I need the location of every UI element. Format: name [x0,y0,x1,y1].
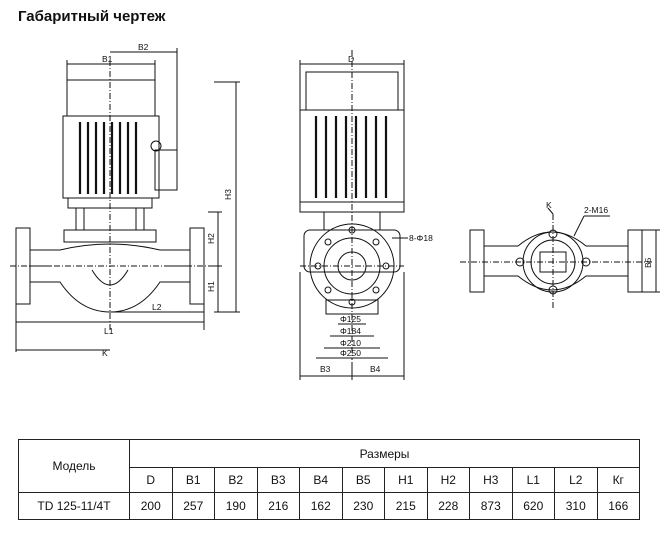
label-B2: B2 [138,42,149,52]
label-D: D [348,54,354,64]
model-header: Модель [18,439,130,493]
value-cell: 162 [299,492,343,520]
label-B5: B5 [643,257,653,268]
value-cell: 190 [214,492,258,520]
col-header: B3 [256,467,300,493]
label-thread: 2-M16 [584,205,608,215]
label-H3: H3 [223,189,233,200]
label-L1: L1 [104,326,114,336]
label-B4: B4 [370,364,381,374]
label-H1: H1 [206,281,216,292]
value-cell: 620 [511,492,555,520]
label-B1: B1 [102,54,113,64]
value-cell: 166 [596,492,640,520]
specs-table: Модель Размеры D B1 B2 B3 B4 B5 H1 H2 H3… [18,439,640,520]
side-view [10,48,240,352]
col-header: D [129,467,173,493]
col-header: L2 [554,467,598,493]
col-header: H1 [384,467,428,493]
value-cell: 228 [426,492,470,520]
label-K-side: K [102,348,108,358]
value-cell: 257 [171,492,215,520]
label-d184: Φ184 [340,326,361,336]
col-header: B1 [171,467,215,493]
col-header: B2 [214,467,258,493]
col-header: H2 [426,467,470,493]
dimension-drawing: B2 B1 H3 H2 H1 L2 L1 K D 8-Φ18 Φ125 Φ184… [10,42,660,380]
page-title: Габаритный чертеж [18,8,166,25]
label-d210: Φ210 [340,338,361,348]
label-d125: Φ125 [340,314,361,324]
label-d250: Φ250 [340,348,361,358]
value-cell: 216 [256,492,300,520]
label-bolts: 8-Φ18 [409,233,433,243]
dimensions-header: Размеры [129,439,640,468]
col-header: H3 [469,467,513,493]
top-view [460,207,660,310]
value-cell: 230 [341,492,385,520]
value-cell: 215 [384,492,428,520]
label-K-top: K [546,200,552,210]
label-H2: H2 [206,233,216,244]
value-cell: 873 [469,492,513,520]
value-cell: 310 [554,492,598,520]
table-row: TD 125-11/4T 200 257 190 216 162 230 215… [18,492,640,520]
label-L2: L2 [152,302,162,312]
front-view [299,50,408,380]
col-header: B5 [341,467,385,493]
model-cell: TD 125-11/4T [18,492,130,520]
col-header: Кг [596,467,640,493]
col-header: L1 [511,467,555,493]
label-B3: B3 [320,364,331,374]
col-header: B4 [299,467,343,493]
value-cell: 200 [129,492,173,520]
